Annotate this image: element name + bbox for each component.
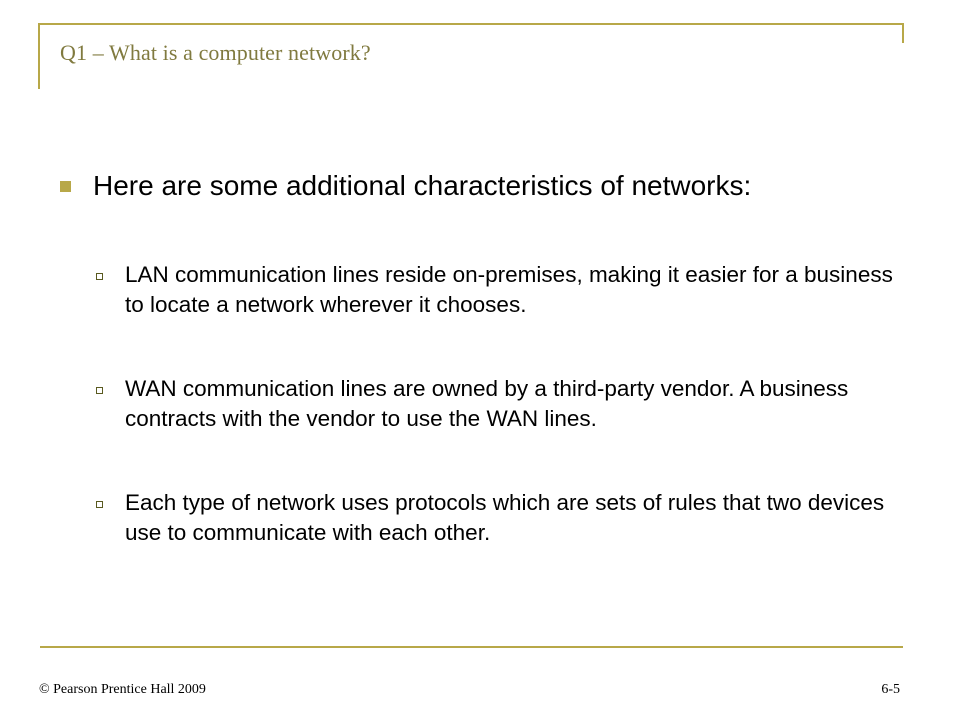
hollow-square-bullet-icon xyxy=(96,501,103,508)
sub-bullet-item: WAN communication lines are owned by a t… xyxy=(96,374,910,434)
hollow-square-bullet-icon xyxy=(96,387,103,394)
main-bullet: Here are some additional characteristics… xyxy=(60,168,910,204)
slide-title: Q1 – What is a computer network? xyxy=(60,40,371,65)
footer-page-number: 6-5 xyxy=(881,682,900,697)
bottom-rule xyxy=(40,646,903,648)
footer-copyright: © Pearson Prentice Hall 2009 xyxy=(39,682,206,697)
sub-bullet-list: LAN communication lines reside on-premis… xyxy=(60,260,910,548)
sub-bullet-text: WAN communication lines are owned by a t… xyxy=(125,376,849,431)
sub-bullet-text: Each type of network uses protocols whic… xyxy=(125,490,885,545)
top-rule xyxy=(40,23,903,25)
sub-bullet-text: LAN communication lines reside on-premis… xyxy=(125,262,893,317)
sub-bullet-item: LAN communication lines reside on-premis… xyxy=(96,260,910,320)
slide-content: Here are some additional characteristics… xyxy=(60,168,910,602)
hollow-square-bullet-icon xyxy=(96,273,103,280)
main-bullet-text: Here are some additional characteristics… xyxy=(93,170,752,201)
right-rule xyxy=(902,23,904,43)
left-rule xyxy=(38,23,40,89)
sub-bullet-item: Each type of network uses protocols whic… xyxy=(96,488,910,548)
square-bullet-icon xyxy=(60,181,71,192)
